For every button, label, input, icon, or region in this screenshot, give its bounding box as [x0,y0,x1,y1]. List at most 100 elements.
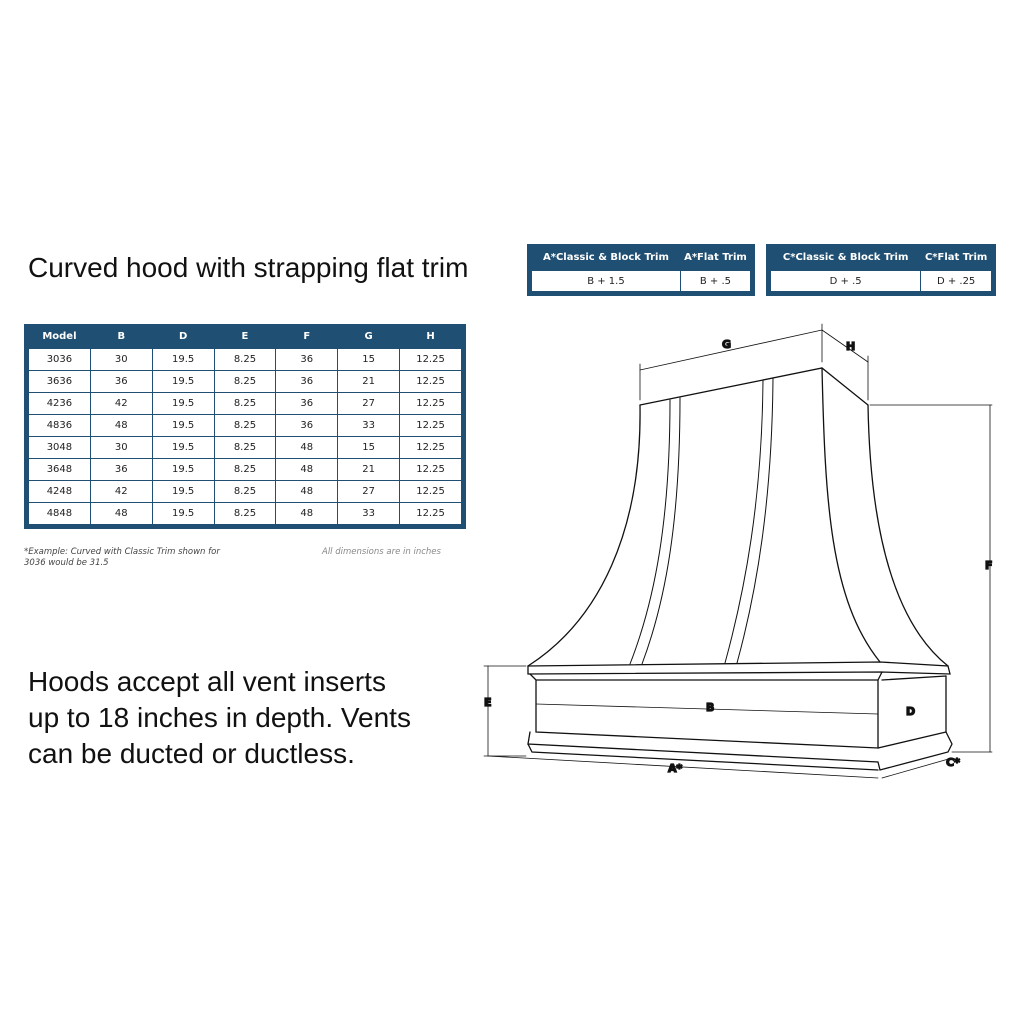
label-g: G [722,338,731,351]
dim-c-line [881,757,953,779]
table-cell: 3636 [28,370,91,393]
table-cell: 36 [275,414,339,437]
table-cell: 19.5 [151,480,215,503]
table-cell: 12.25 [399,392,462,415]
table-cell: 8.25 [213,480,277,503]
table-cell: 19.5 [151,392,215,415]
strap-line-2 [641,397,681,665]
table-cell: 8.25 [213,348,277,371]
table-cell: 8.25 [213,414,277,437]
table-cell: 3036 [28,348,91,371]
hood-diagram: G H F E B D A* C* [483,323,993,779]
table-cell: 12.25 [399,414,462,437]
label-a: A* [668,762,683,775]
table-cell: 36 [89,370,153,393]
strap-line-1 [629,399,671,665]
models-header-f: F [275,324,338,349]
body-line-2: up to 18 inches in depth. Vents [28,702,411,733]
table-cell: 4848 [28,502,91,525]
table-cell: 19.5 [151,348,215,371]
table-cell: 36 [275,348,339,371]
table-cell: 15 [337,436,401,459]
label-h: H [846,340,855,353]
table-cell: 8.25 [213,392,277,415]
dim-g-line [639,329,823,371]
table-cell: 4236 [28,392,91,415]
example-note: *Example: Curved with Classic Trim shown… [24,547,220,568]
dim-a-line [487,755,879,779]
trim-a-table: A*Classic & Block Trim A*Flat Trim B + 1… [527,244,755,296]
table-cell: 48 [89,414,153,437]
models-header-e: E [214,324,276,349]
table-cell: 36 [275,370,339,393]
table-cell: 42 [89,480,153,503]
table-cell: 36 [89,458,153,481]
table-cell: 33 [337,502,401,525]
trim-a-value-flat: B + .5 [679,270,752,292]
table-cell: 30 [89,348,153,371]
strap-line-3 [724,379,764,664]
table-cell: 4248 [28,480,91,503]
table-cell: 3048 [28,436,91,459]
table-cell: 12.25 [399,436,462,459]
models-header-h: H [399,324,462,349]
trim-c-header-classic: C*Classic & Block Trim [770,244,921,271]
body-line-1: Hoods accept all vent inserts [28,666,386,697]
trim-a-value-classic: B + 1.5 [531,270,681,292]
label-e: E [484,696,492,709]
table-cell: 48 [275,502,339,525]
table-cell: 12.25 [399,480,462,503]
trim-c-value-flat: D + .25 [920,270,992,292]
table-cell: 36 [275,392,339,415]
table-cell: 19.5 [151,502,215,525]
models-header-b: B [90,324,153,349]
table-cell: 19.5 [151,458,215,481]
headline: Curved hood with strapping flat trim [28,252,469,283]
table-cell: 12.25 [399,458,462,481]
table-cell: 48 [275,458,339,481]
table-cell: 8.25 [213,458,277,481]
hood-top-edge [639,367,869,406]
table-cell: 3648 [28,458,91,481]
table-cell: 4836 [28,414,91,437]
label-d: D [906,705,915,718]
bottom-molding [527,731,953,771]
table-cell: 8.25 [213,436,277,459]
base-box [535,679,879,749]
label-f: F [985,559,993,572]
table-cell: 19.5 [151,414,215,437]
table-cell: 48 [275,480,339,503]
table-cell: 12.25 [399,502,462,525]
trim-c-value-classic: D + .5 [769,270,922,292]
table-cell: 19.5 [151,370,215,393]
trim-c-table: C*Classic & Block Trim C*Flat Trim D + .… [766,244,996,296]
body-text: Hoods accept all vent inserts up to 18 i… [28,664,468,772]
label-b: B [706,701,714,714]
units-note: All dimensions are in inches [322,547,441,557]
table-cell: 33 [337,414,401,437]
crown-molding [527,661,951,675]
table-cell: 48 [89,502,153,525]
table-cell: 21 [337,370,401,393]
trim-a-header-classic: A*Classic & Block Trim [531,244,681,271]
models-header-d: D [152,324,215,349]
table-cell: 15 [337,348,401,371]
table-cell: 27 [337,480,401,503]
dim-h-line [821,329,869,363]
table-cell: 8.25 [213,502,277,525]
table-cell: 27 [337,392,401,415]
table-cell: 21 [337,458,401,481]
table-cell: 19.5 [151,436,215,459]
table-cell: 12.25 [399,370,462,393]
label-c: C* [946,756,960,769]
